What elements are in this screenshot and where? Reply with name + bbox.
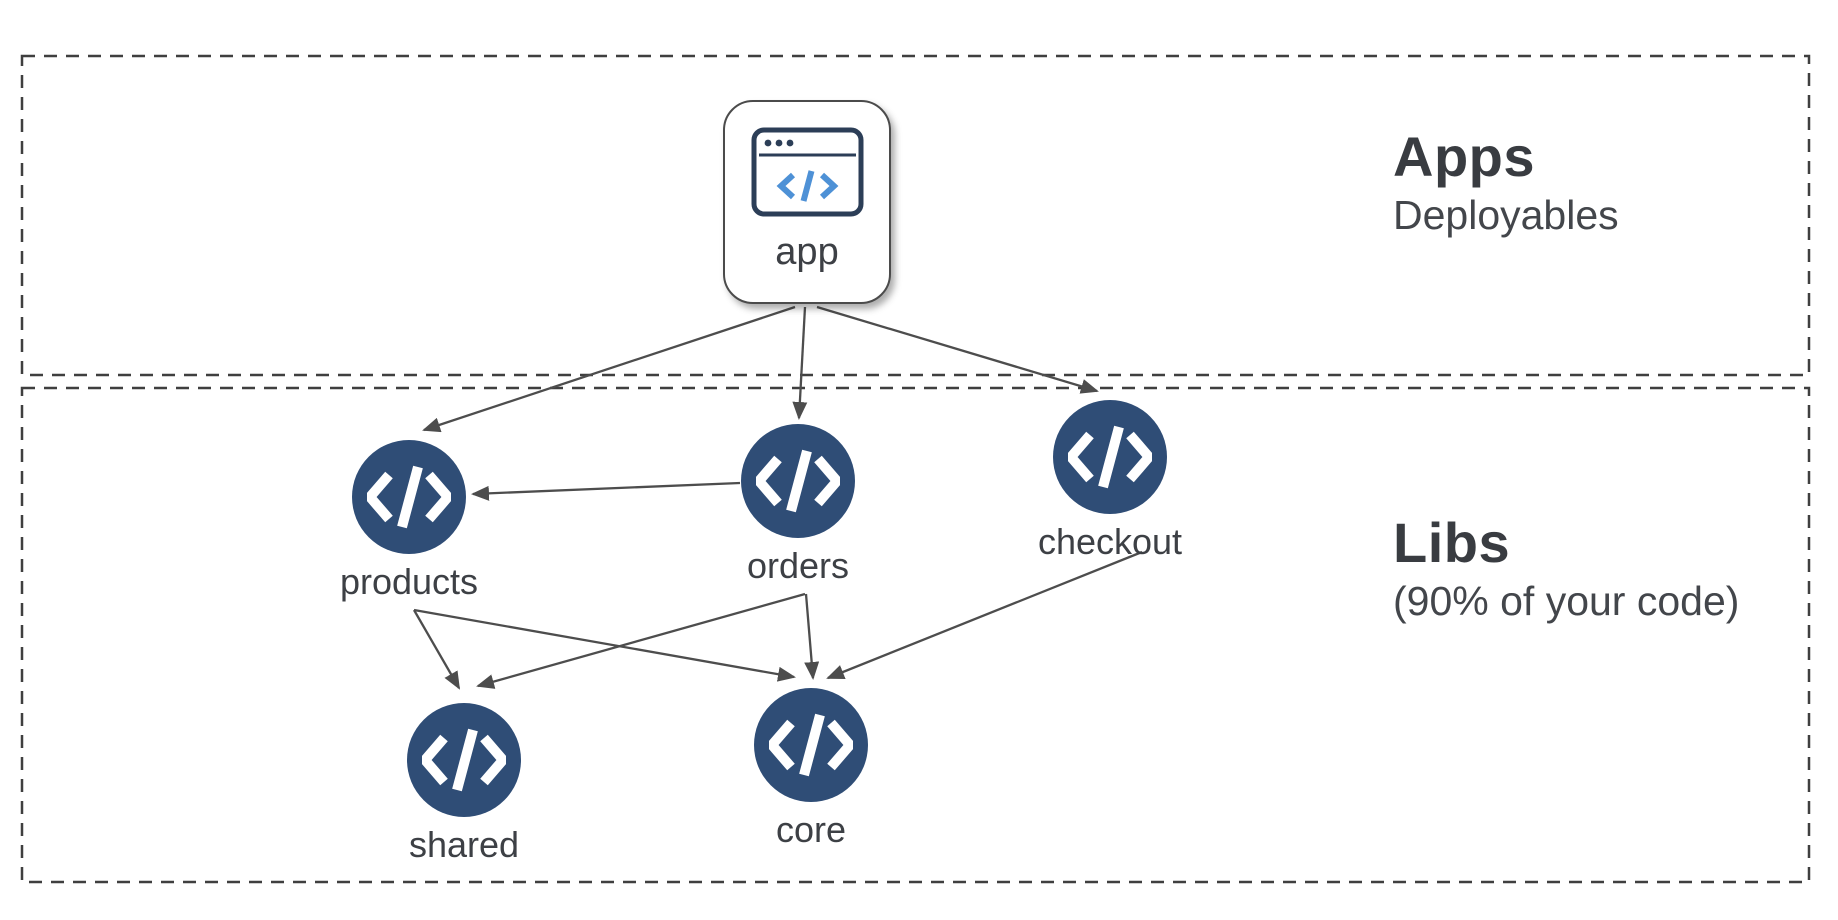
libs-section-label: Libs (90% of your code) bbox=[1393, 511, 1740, 625]
edge-products-shared bbox=[413, 609, 460, 690]
code-chevron-left bbox=[769, 719, 795, 771]
node-label: shared bbox=[408, 824, 520, 865]
libs-title: Libs bbox=[1393, 511, 1511, 574]
code-chevron-left bbox=[367, 471, 393, 523]
apps-section-label: Apps Deployables bbox=[1393, 125, 1619, 239]
libs-section-boundary bbox=[20, 386, 1811, 884]
browser-frame bbox=[751, 127, 863, 217]
code-slash bbox=[799, 713, 825, 777]
edge-app-products bbox=[422, 305, 796, 433]
libs-subtitle: (90% of your code) bbox=[1393, 577, 1740, 624]
edge-orders-core bbox=[804, 593, 820, 680]
node-app: app bbox=[723, 100, 891, 304]
code-chevron-left bbox=[1068, 431, 1094, 483]
code-slash bbox=[1098, 425, 1124, 489]
browser-window-icon bbox=[751, 127, 863, 217]
node-label: app bbox=[775, 231, 839, 273]
node-orders: orders bbox=[708, 424, 888, 587]
window-dot bbox=[786, 139, 793, 147]
code-chevron-left bbox=[422, 734, 448, 786]
node-label: products bbox=[339, 561, 479, 602]
edge-products-core bbox=[413, 608, 796, 682]
node-checkout: checkout bbox=[1020, 400, 1200, 563]
code-glyph bbox=[367, 465, 451, 529]
code-chevron-left bbox=[756, 455, 782, 507]
code-chevron-right bbox=[819, 172, 838, 200]
code-slash bbox=[452, 728, 478, 792]
code-icon bbox=[1053, 400, 1167, 514]
edge-checkout-core bbox=[826, 550, 1143, 680]
edge-orders-shared bbox=[476, 592, 806, 689]
edge-orders-products bbox=[471, 481, 741, 501]
code-slash bbox=[397, 465, 423, 529]
code-chevron-left bbox=[776, 172, 795, 200]
code-slash bbox=[786, 449, 812, 513]
node-products: products bbox=[319, 440, 499, 603]
node-core: core bbox=[721, 688, 901, 851]
node-label: core bbox=[775, 809, 847, 850]
apps-subtitle: Deployables bbox=[1393, 191, 1619, 238]
code-slash bbox=[800, 170, 814, 202]
window-dot bbox=[764, 139, 771, 147]
apps-section-boundary bbox=[20, 54, 1811, 377]
node-label: orders bbox=[746, 545, 850, 586]
node-label: checkout bbox=[1037, 521, 1183, 562]
code-glyph bbox=[756, 449, 840, 513]
window-dot bbox=[775, 139, 782, 147]
dependency-edges bbox=[413, 305, 1143, 690]
code-chevron-right bbox=[1126, 431, 1152, 483]
apps-title: Apps bbox=[1393, 125, 1535, 188]
code-icon bbox=[754, 688, 868, 802]
code-icon bbox=[741, 424, 855, 538]
edge-app-checkout bbox=[816, 305, 1099, 394]
code-chevron-right bbox=[425, 471, 451, 523]
code-chevron-right bbox=[814, 455, 840, 507]
edge-app-orders bbox=[792, 306, 808, 420]
code-chevron-right bbox=[827, 719, 853, 771]
code-icon bbox=[407, 703, 521, 817]
code-glyph bbox=[1068, 425, 1152, 489]
code-chevron-right bbox=[480, 734, 506, 786]
code-glyph bbox=[769, 713, 853, 777]
node-shared: shared bbox=[374, 703, 554, 866]
code-glyph bbox=[422, 728, 506, 792]
code-icon bbox=[352, 440, 466, 554]
